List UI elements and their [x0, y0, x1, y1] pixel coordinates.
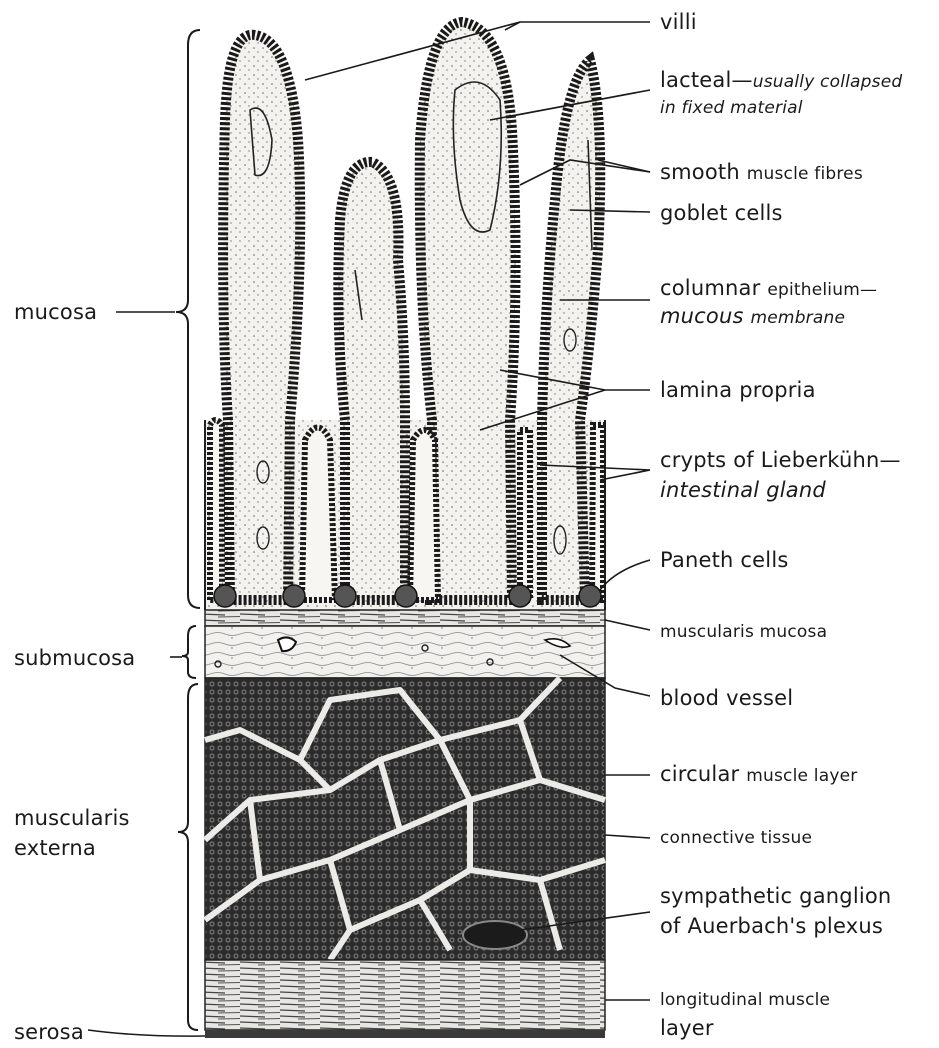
crypt: [210, 420, 222, 600]
label-crypts: crypts of Lieberkühn—: [660, 448, 901, 472]
submucosa-layer: [205, 626, 605, 678]
label-columnar: columnar epithelium—: [660, 276, 877, 302]
muscularis-mucosa-layer: [205, 610, 605, 626]
ganglion: [463, 921, 527, 949]
circular-muscle-layer: [205, 678, 605, 960]
label-ganglion: sympathetic ganglion: [660, 884, 891, 908]
label-mucous-membrane: mucous membrane: [660, 304, 845, 330]
longitudinal-muscle-layer: [205, 960, 605, 1030]
label-smooth-muscle: smooth muscle fibres: [660, 160, 863, 186]
paneth-cell: [214, 585, 236, 607]
label-intestinal-gland: intestinal gland: [660, 478, 826, 502]
label-auerbach: of Auerbach's plexus: [660, 914, 883, 938]
label-lamina-propria: lamina propria: [660, 378, 816, 402]
villus-1: [223, 35, 300, 600]
submucosa-brace: [182, 626, 196, 678]
label-lacteal-note: in fixed material: [660, 96, 803, 120]
label-longitudinal: longitudinal muscle: [660, 988, 830, 1012]
label-serosa: serosa: [14, 1020, 84, 1044]
villus-2: [338, 162, 405, 600]
label-externa: externa: [14, 836, 96, 860]
label-villi: villi: [660, 10, 697, 34]
muscularis-brace: [178, 684, 198, 1030]
label-goblet-cells: goblet cells: [660, 201, 783, 225]
label-submucosa: submucosa: [14, 646, 135, 670]
label-circular-muscle: circular muscle layer: [660, 762, 857, 788]
label-mucosa: mucosa: [14, 300, 97, 324]
label-blood-vessel: blood vessel: [660, 686, 793, 710]
label-layer: layer: [660, 1016, 714, 1040]
label-connective-tissue: connective tissue: [660, 826, 812, 850]
mucosa-brace: [176, 30, 200, 608]
label-muscularis: muscularis: [14, 806, 130, 830]
label-muscularis-mucosa: muscularis mucosa: [660, 620, 827, 644]
label-paneth-cells: Paneth cells: [660, 548, 789, 572]
serosa-layer: [205, 1030, 605, 1038]
label-lacteal: lacteal—usually collapsed: [660, 68, 902, 94]
